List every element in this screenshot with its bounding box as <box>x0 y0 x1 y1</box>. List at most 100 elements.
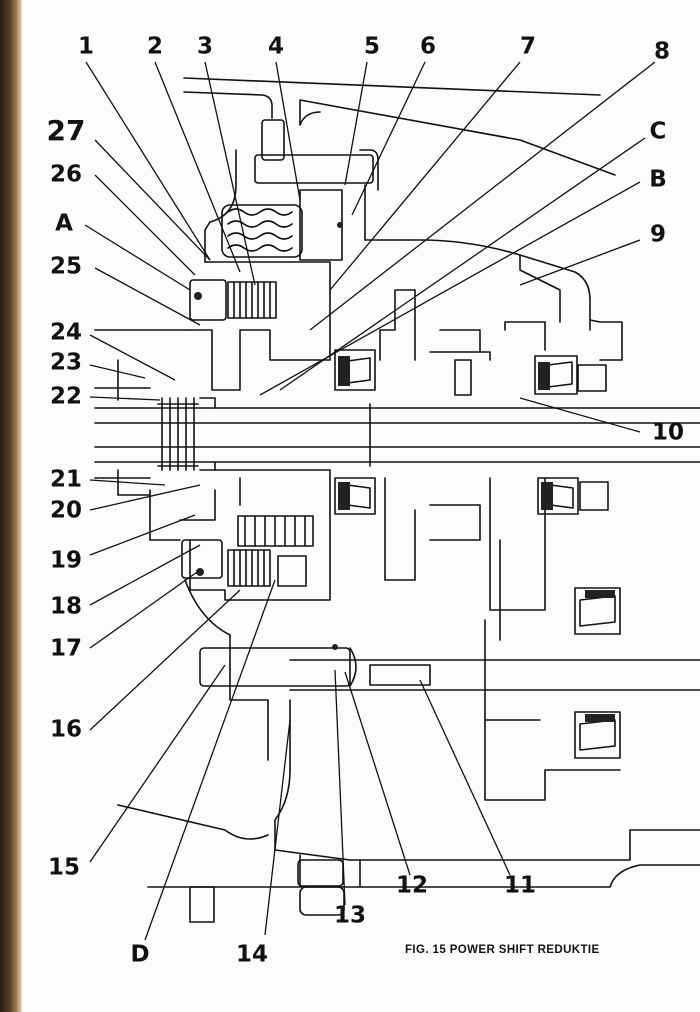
leader-12 <box>344 671 411 876</box>
leader-5 <box>344 61 368 186</box>
leader-6 <box>351 61 426 216</box>
leader-A <box>84 224 191 291</box>
upper-disc-lines <box>233 281 271 319</box>
upper-left-bearing <box>334 349 376 391</box>
leader-2 <box>154 61 241 273</box>
base-outline <box>117 804 700 888</box>
output-bolt <box>199 647 351 687</box>
callout-14: 14 <box>236 942 268 968</box>
callout-20: 20 <box>50 498 82 524</box>
base-bolt-left <box>189 886 215 923</box>
seal-lower-right <box>541 482 553 510</box>
leader-7 <box>329 61 521 291</box>
callout-2: 2 <box>147 34 163 60</box>
lower-gear-teeth <box>244 515 306 547</box>
base-bolt-13-head <box>297 859 344 887</box>
lower-left-bearing <box>334 477 376 515</box>
callout-21: 21 <box>50 467 82 493</box>
leader-23 <box>89 364 146 379</box>
seal-lower-left <box>338 482 350 510</box>
leader-27 <box>94 139 211 261</box>
callout-23: 23 <box>50 350 82 376</box>
seal-output-lower <box>585 714 615 722</box>
callout-10: 10 <box>652 420 684 446</box>
upper-far-right-bearing <box>577 364 607 392</box>
shaft-splines <box>157 397 199 471</box>
leader-26 <box>94 174 196 276</box>
leader-16 <box>89 589 241 731</box>
leader-18 <box>89 544 201 606</box>
right-housing-bracket <box>519 254 623 361</box>
output-shaft <box>289 659 700 691</box>
upper-idler-stud <box>454 359 472 396</box>
seal-output-upper <box>585 590 615 598</box>
upper-drum <box>189 261 331 391</box>
top-bolt-flange <box>254 154 374 184</box>
leader-B <box>259 181 641 396</box>
upper-shift-fork-body <box>299 189 343 261</box>
leader-21 <box>89 479 166 486</box>
figure-caption: FIG. 15 POWER SHIFT REDUKTIE <box>405 944 600 956</box>
leader-24 <box>89 334 176 381</box>
leader-C <box>279 137 646 391</box>
callout-9: 9 <box>650 222 666 248</box>
base-bolt-13-nut <box>299 886 345 916</box>
callout-B: B <box>649 167 667 193</box>
callout-18: 18 <box>50 594 82 620</box>
callout-13: 13 <box>334 903 366 929</box>
leader-4 <box>275 61 301 201</box>
callout-7: 7 <box>520 34 536 60</box>
callout-6: 6 <box>420 34 436 60</box>
output-bearing-lower-roller <box>579 719 616 751</box>
upper-coil-spring <box>227 208 293 252</box>
leader-3 <box>204 61 256 286</box>
leader-19 <box>89 514 196 556</box>
output-bearing-lower <box>574 711 621 759</box>
oring-6 <box>337 222 343 228</box>
leader-22 <box>89 396 161 401</box>
callout-24: 24 <box>50 320 82 346</box>
callout-3: 3 <box>197 34 213 60</box>
callout-A: A <box>55 211 73 237</box>
leader-20 <box>89 484 201 511</box>
callout-15: 15 <box>48 855 80 881</box>
callout-D: D <box>130 942 149 968</box>
callout-17: 17 <box>50 636 82 662</box>
callout-26: 26 <box>50 162 82 188</box>
callout-5: 5 <box>364 34 380 60</box>
lower-right-bearing <box>537 477 579 515</box>
lower-piston <box>181 539 223 579</box>
callout-12: 12 <box>396 873 428 899</box>
book-spine-shadow <box>0 0 22 1012</box>
callout-19: 19 <box>50 548 82 574</box>
callout-8: 8 <box>654 39 670 65</box>
output-bearing-upper-roller <box>579 595 616 627</box>
oring-lower <box>196 568 204 576</box>
leader-14 <box>264 719 291 936</box>
leader-10 <box>519 397 641 433</box>
callout-4: 4 <box>268 34 284 60</box>
leader-15 <box>89 664 226 863</box>
leader-25 <box>94 267 201 326</box>
lower-clutch-discs <box>227 549 271 587</box>
top-bolt-head <box>261 119 285 161</box>
leader-8 <box>309 61 656 331</box>
left-input-stub <box>94 329 191 496</box>
output-bolt-head <box>349 647 357 687</box>
lower-gear-profile <box>384 477 546 641</box>
lower-disc-lines <box>233 549 265 587</box>
oring-12 <box>332 644 338 650</box>
leader-1 <box>85 61 211 261</box>
callout-22: 22 <box>50 384 82 410</box>
seal-upper-left <box>338 356 350 386</box>
leader-9 <box>519 239 641 286</box>
main-shaft <box>94 407 700 463</box>
callout-27: 27 <box>47 114 86 147</box>
leader-D <box>144 579 276 941</box>
lower-drum <box>149 469 331 601</box>
seal-upper-right <box>538 362 550 390</box>
upper-spring-housing <box>221 204 303 258</box>
callout-1: 1 <box>78 34 94 60</box>
